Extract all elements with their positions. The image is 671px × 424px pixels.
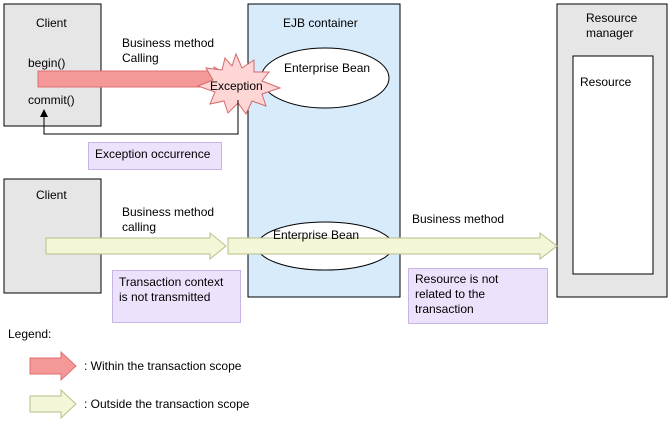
resource-box	[572, 55, 654, 275]
legend-within-label: : Within the transaction scope	[84, 359, 242, 373]
begin-call-label: begin()	[28, 56, 66, 70]
bottom-call-label-line2: calling	[122, 220, 157, 234]
exception-label: Exception	[210, 79, 263, 93]
ejb-container-title: EJB container	[283, 16, 358, 30]
transaction-context-note-line2: is not transmitted	[119, 290, 211, 304]
resource-manager-title-line2: manager	[586, 26, 634, 40]
bottom-call-label-line1: Business method	[122, 205, 215, 219]
resource-note-line1: Resource is not	[415, 272, 499, 286]
legend-within-arrow-icon	[29, 350, 77, 382]
outside-transaction-arrow-left	[45, 231, 227, 261]
business-method-label: Business method	[412, 212, 505, 226]
resource-label: Resource	[580, 75, 632, 89]
top-call-label-line1: Business method	[122, 36, 215, 50]
exception-occurrence-note: Exception occurrence	[88, 142, 222, 170]
bottom-client-box	[3, 178, 102, 294]
top-bean-label: Enterprise Bean	[284, 61, 371, 75]
bottom-client-title: Client	[36, 188, 67, 202]
top-client-box	[3, 3, 102, 127]
top-call-label-line2: Calling	[122, 51, 159, 65]
commit-call-label: commit()	[28, 93, 75, 107]
bottom-bean-label: Enterprise Bean	[273, 228, 360, 242]
top-client-title: Client	[36, 16, 67, 30]
resource-note-line3: transaction	[415, 302, 474, 316]
legend-outside-arrow-icon	[29, 388, 77, 420]
top-bean-ellipse	[260, 47, 390, 109]
resource-manager-title-line1: Resource	[586, 11, 638, 25]
outside-transaction-arrow-right	[227, 231, 558, 261]
resource-not-related-note: Resource is not related to the transacti…	[408, 268, 548, 324]
legend-title: Legend:	[8, 327, 52, 341]
transaction-context-note: Transaction context is not transmitted	[112, 270, 241, 323]
exception-return-line	[40, 100, 239, 135]
legend-outside-label: : Outside the transaction scope	[84, 397, 250, 411]
resource-note-line2: related to the	[415, 287, 486, 301]
transaction-context-note-line1: Transaction context	[119, 275, 224, 289]
